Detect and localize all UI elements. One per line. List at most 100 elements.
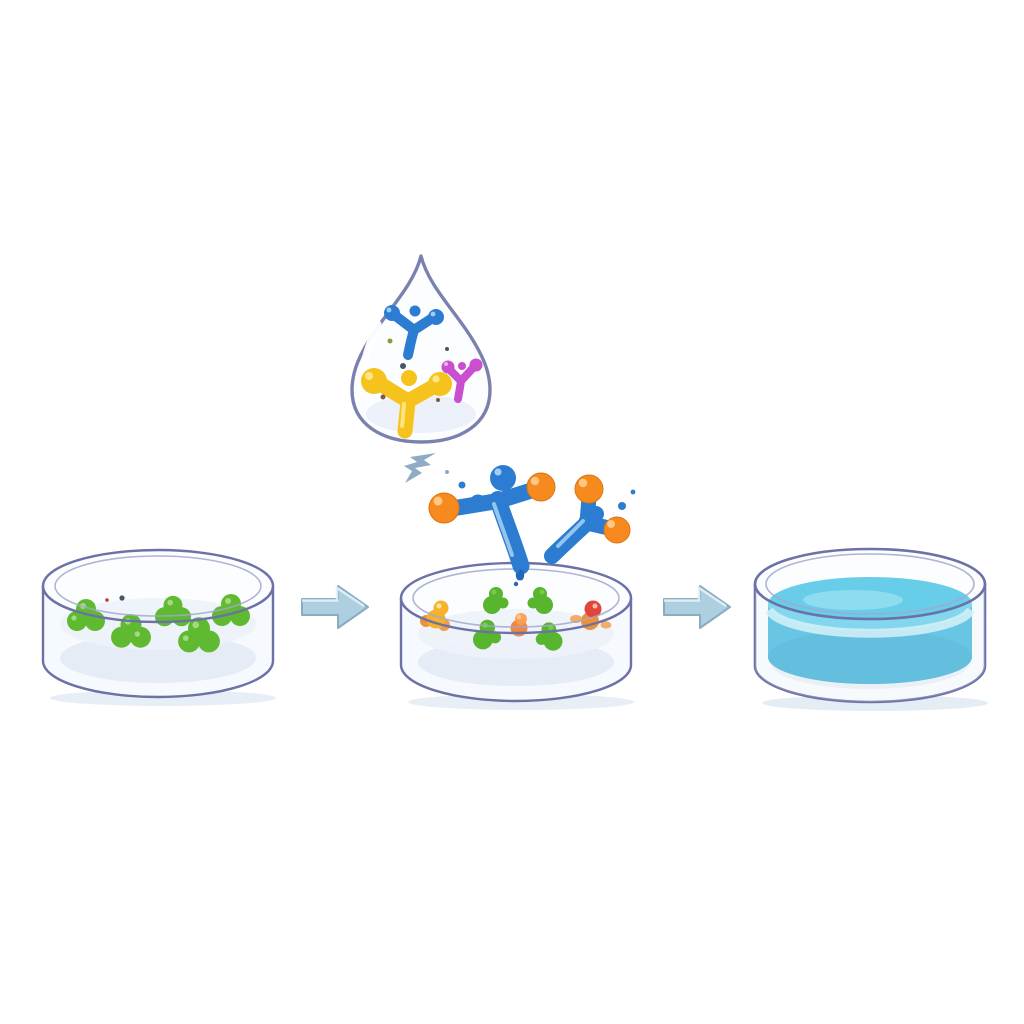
- highlight: [530, 476, 540, 486]
- blob-part: [497, 597, 509, 609]
- petri-dish-result: [753, 547, 988, 711]
- antibody-limbs: [374, 377, 441, 439]
- speck: [445, 347, 449, 351]
- dish-rim-inner: [54, 555, 262, 617]
- antigen-ball: [129, 626, 151, 648]
- blob-part: [515, 613, 527, 625]
- step-arrow-2: [663, 585, 731, 629]
- blob-part: [433, 600, 449, 616]
- detection-antibody-2: [544, 474, 631, 564]
- antibody-ball: [384, 305, 400, 321]
- highlight: [182, 635, 189, 641]
- highlight: [436, 603, 442, 609]
- antigen-ball: [230, 606, 250, 626]
- arrow-bevel: [302, 585, 365, 608]
- drip: [618, 502, 626, 510]
- antibody-head-ball: [401, 370, 417, 386]
- highlight: [225, 598, 231, 604]
- petri-dish-sample: [41, 548, 276, 706]
- speck: [119, 595, 125, 601]
- highlight: [400, 402, 406, 428]
- arrow-bevel: [664, 585, 727, 608]
- antigen-cluster: [178, 617, 220, 653]
- antigen-ball: [172, 607, 192, 627]
- antibody-head-ball: [490, 465, 516, 491]
- antibody-ball: [441, 360, 455, 374]
- liquid-bottom-shade: [768, 630, 972, 684]
- antibody-side-ball: [588, 506, 604, 522]
- antibody-ball: [428, 309, 444, 325]
- antibody-stem: [489, 491, 530, 575]
- antibody-junction: [489, 491, 507, 509]
- result-liquid: [765, 577, 975, 684]
- splash-arrow-icon: [404, 453, 436, 483]
- highlight: [386, 307, 392, 313]
- speck: [436, 398, 440, 402]
- blob-part: [584, 600, 602, 618]
- dish-rim-inner: [765, 553, 975, 615]
- speck: [105, 598, 109, 602]
- drip: [513, 581, 519, 587]
- label-ball-orange: [526, 472, 556, 502]
- antibody-ball: [428, 372, 452, 396]
- speck: [445, 470, 449, 474]
- highlight: [578, 478, 588, 488]
- antigen-ball: [197, 630, 220, 653]
- reagent-droplet: [350, 254, 492, 444]
- highlight: [607, 520, 615, 528]
- highlight: [517, 615, 521, 619]
- blob-part: [527, 597, 539, 609]
- highlight: [167, 599, 173, 606]
- highlight: [192, 621, 199, 629]
- dish-opening-outline: [753, 547, 987, 621]
- antigen-ball: [154, 607, 174, 627]
- antigen-ball: [178, 630, 201, 653]
- drip: [458, 481, 466, 489]
- highlight: [492, 502, 514, 557]
- glass-front-sheen: [755, 584, 985, 702]
- antibody-ball: [469, 358, 483, 372]
- highlight: [134, 631, 141, 637]
- step-arrow-1: [301, 585, 369, 629]
- speck: [387, 338, 393, 344]
- arrow-body: [301, 585, 369, 629]
- highlight: [430, 311, 436, 317]
- antibody-side-ball: [469, 494, 487, 512]
- highlight: [433, 496, 443, 506]
- highlight: [365, 372, 373, 380]
- antibody-blue-icon: [384, 305, 444, 360]
- antibody-magenta-icon: [441, 358, 483, 403]
- droplet-inner-shade: [366, 395, 476, 433]
- antigen-ball: [111, 626, 133, 648]
- drip: [630, 489, 636, 495]
- arrow-body: [663, 585, 731, 629]
- antigen-blob-green: [483, 587, 509, 614]
- liquid-glass-band: [765, 607, 975, 638]
- speck: [380, 394, 386, 400]
- label-ball-orange: [603, 516, 631, 544]
- highlight: [803, 590, 903, 610]
- petri-dish-binding: [399, 561, 634, 710]
- label-ball-orange: [574, 474, 604, 504]
- drip: [517, 569, 525, 581]
- highlight: [444, 362, 448, 366]
- label-ball-orange: [428, 492, 460, 524]
- highlight: [494, 468, 502, 476]
- antibody-ball: [361, 368, 387, 394]
- speck: [400, 363, 406, 369]
- antibody-head-ball: [458, 362, 466, 370]
- highlight: [432, 375, 440, 383]
- antigen-blob-green: [527, 587, 553, 614]
- antibody-yellow-icon: [361, 368, 452, 439]
- highlight: [556, 519, 585, 548]
- highlight: [539, 589, 545, 595]
- antigen-ball: [67, 611, 87, 631]
- highlight: [71, 615, 77, 621]
- antibody-limbs: [392, 312, 436, 360]
- blob-part: [600, 621, 612, 629]
- antibody-head-ball: [409, 305, 421, 317]
- highlight: [592, 603, 598, 609]
- detection-antibody-1: [428, 465, 556, 581]
